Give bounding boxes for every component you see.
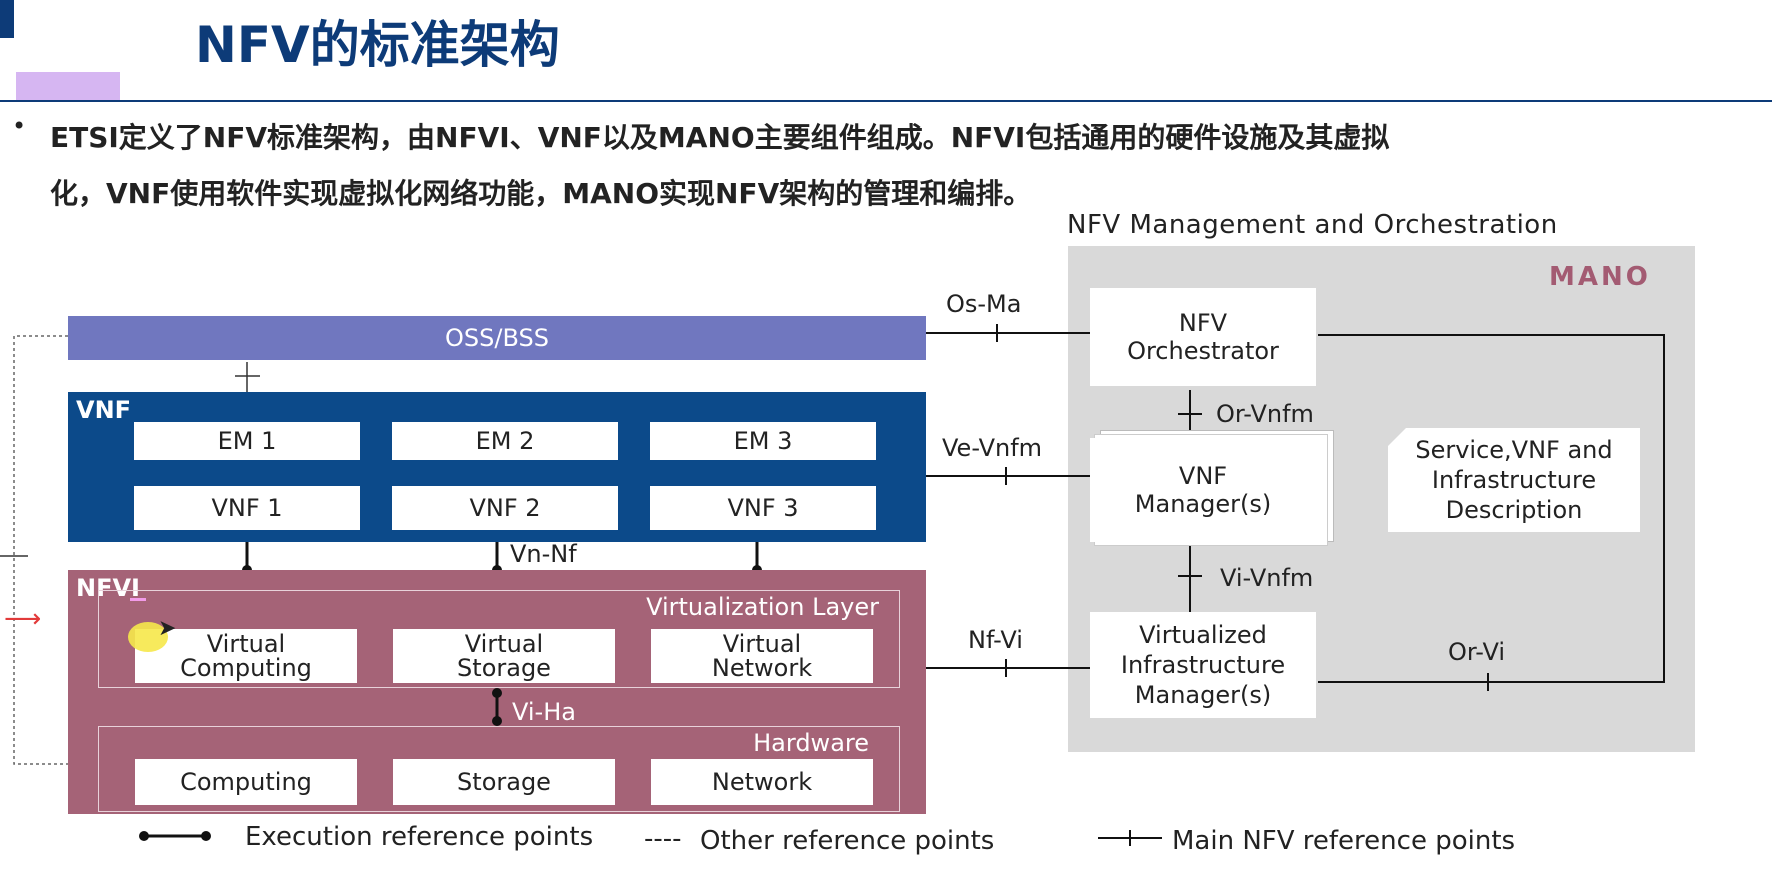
legend-execution-symbol <box>139 831 211 841</box>
nfvi-block-label: NFVI <box>76 574 140 602</box>
virtual-network-line2: Network <box>711 654 813 682</box>
vnf-manager-box: VNF Manager(s) <box>1090 438 1316 542</box>
title-divider <box>0 100 1772 102</box>
intro-line-1: ETSI定义了NFV标准架构，由NFVI、VNF以及MANO主要组件组成。NFV… <box>50 121 1390 154</box>
legend-main-label: Main NFV reference points <box>1172 826 1516 856</box>
legend-other-label: Other reference points <box>700 826 995 856</box>
ve-vnfm-label: Ve-Vnfm <box>942 434 1043 462</box>
page-title: NFV的标准架构 <box>195 16 560 74</box>
virtual-storage-line2: Storage <box>457 654 551 682</box>
mano-caption: NFV Management and Orchestration <box>1067 210 1558 240</box>
title-accent-highlight <box>16 72 120 102</box>
vi-vnfm-label: Vi-Vnfm <box>1220 564 1314 592</box>
virtual-storage-box: Virtual Storage <box>393 629 615 683</box>
virtual-network-box: Virtual Network <box>651 629 873 683</box>
virtualization-layer-label: Virtualization Layer <box>646 593 879 621</box>
network-box: Network <box>651 759 873 805</box>
virtual-computing-line1: Virtual <box>206 630 286 658</box>
description-line1: Service,VNF and <box>1415 436 1613 464</box>
description-box: Service,VNF and Infrastructure Descripti… <box>1388 428 1640 532</box>
em-1-box: EM 1 <box>134 422 360 460</box>
legend-execution-label: Execution reference points <box>245 822 594 852</box>
legend-main-symbol <box>1098 830 1162 846</box>
computing-box: Computing <box>135 759 357 805</box>
vim-box: Virtualized Infrastructure Manager(s) <box>1090 612 1316 718</box>
other-ref-line-left <box>13 335 68 765</box>
vnf-1-box: VNF 1 <box>134 486 360 530</box>
vnf-block: VNF EM 1 EM 2 EM 3 VNF 1 VNF 2 VNF 3 <box>68 392 926 542</box>
storage-box: Storage <box>393 759 615 805</box>
nf-vi-label: Nf-Vi <box>968 626 1023 654</box>
intro-line-2: 化，VNF使用软件实现虚拟化网络功能，MANO实现NFV架构的管理和编排。 <box>50 177 1032 210</box>
os-ma-label: Os-Ma <box>946 290 1022 318</box>
vnf-manager-line1: VNF <box>1178 462 1228 490</box>
vim-line1: Virtualized <box>1139 621 1267 649</box>
em-2-box: EM 2 <box>392 422 618 460</box>
vn-nf-label: Vn-Nf <box>510 540 577 568</box>
description-line2: Infrastructure <box>1431 466 1597 494</box>
vnf-3-box: VNF 3 <box>650 486 876 530</box>
vnf-manager-line2: Manager(s) <box>1134 490 1272 518</box>
nfv-orchestrator-box: NFV Orchestrator <box>1090 288 1316 386</box>
or-vi-line <box>1318 334 1665 683</box>
description-line3: Description <box>1445 496 1583 524</box>
vi-ha-connector <box>492 688 502 726</box>
annotation-highlight <box>128 622 168 652</box>
em-3-box: EM 3 <box>650 422 876 460</box>
intro-paragraph: ETSI定义了NFV标准架构，由NFVI、VNF以及MANO主要组件组成。NFV… <box>50 110 1650 222</box>
vi-ha-label: Vi-Ha <box>512 698 576 726</box>
hardware-box: Hardware Computing Storage Network <box>98 726 900 812</box>
or-vnfm-label: Or-Vnfm <box>1216 400 1314 428</box>
annotation-arrow-icon: ⟶ <box>4 604 42 634</box>
virtualization-layer-box: Virtualization Layer Virtual Computing V… <box>98 590 900 688</box>
nfv-orchestrator-line1: NFV <box>1178 309 1228 337</box>
vim-line2: Infrastructure <box>1120 651 1286 679</box>
vnf-block-label: VNF <box>76 396 132 424</box>
or-vi-label: Or-Vi <box>1448 638 1506 666</box>
virtual-computing-line2: Computing <box>180 654 312 682</box>
oss-bss-label: OSS/BSS <box>445 324 549 352</box>
legend-other-symbol: ---- <box>644 824 682 854</box>
virtual-computing-box: Virtual Computing <box>135 629 357 683</box>
bullet-dot-icon: • <box>12 112 27 140</box>
mouse-pointer-icon: ➤ <box>158 616 177 641</box>
vnf-2-box: VNF 2 <box>392 486 618 530</box>
nfv-orchestrator-line2: Orchestrator <box>1127 337 1279 365</box>
annotation-mark <box>130 598 146 601</box>
hardware-label: Hardware <box>753 729 869 757</box>
oss-bss-bar: OSS/BSS <box>68 316 926 360</box>
title-accent-bar <box>0 0 14 38</box>
nfvi-block: NFVI Virtualization Layer Virtual Comput… <box>68 570 926 814</box>
virtual-network-line1: Virtual <box>722 630 802 658</box>
mano-tag: MANO <box>1549 262 1651 292</box>
virtual-storage-line1: Virtual <box>464 630 544 658</box>
vim-line3: Manager(s) <box>1134 681 1272 709</box>
